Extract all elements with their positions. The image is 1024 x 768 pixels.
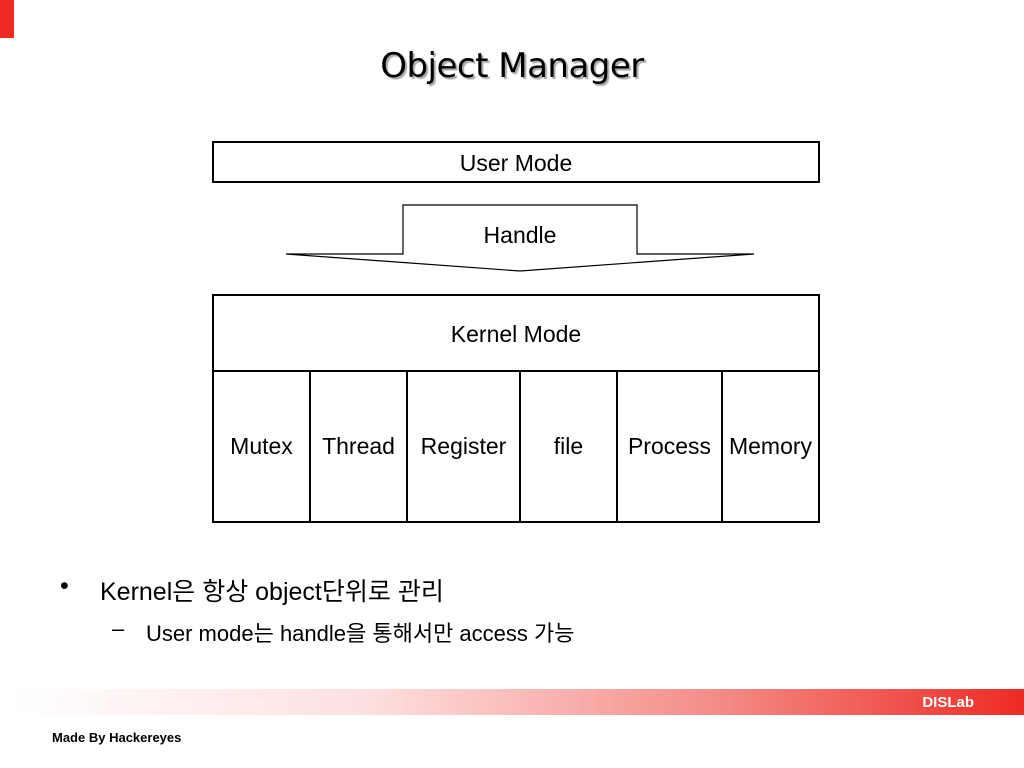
object-cell-mutex: Mutex (214, 372, 311, 521)
object-cell-thread: Thread (311, 372, 408, 521)
sub-bullet-text: User mode는 handle을 통해서만 access 가능 (146, 621, 575, 646)
footer-brand-label: DISLab (922, 694, 974, 711)
bullet-text: Kernel은 항상 object단위로 관리 (100, 578, 444, 606)
kernel-mode-label: Kernel Mode (214, 296, 818, 372)
object-cell-memory: Memory (728, 433, 813, 459)
corner-accent-mark (0, 0, 14, 38)
user-mode-box: User Mode (212, 141, 820, 183)
kernel-mode-box: Kernel Mode Mutex Thread Register file P… (212, 294, 820, 523)
object-cell-register: Register (408, 372, 521, 521)
author-credit: Made By Hackereyes (52, 730, 182, 745)
bullet-marker: • (60, 572, 69, 600)
slide-title: Object Manager (380, 46, 644, 86)
kernel-object-cells: Mutex Thread Register file Process Memor… (214, 372, 818, 521)
sub-bullet-marker: – (112, 616, 125, 641)
handle-label: Handle (483, 222, 557, 248)
handle-arrow-shape (285, 204, 755, 272)
object-cell-file: file (521, 372, 618, 521)
object-cell-process: Process (618, 372, 723, 521)
footer-gradient-bar: DISLab (14, 689, 1024, 715)
